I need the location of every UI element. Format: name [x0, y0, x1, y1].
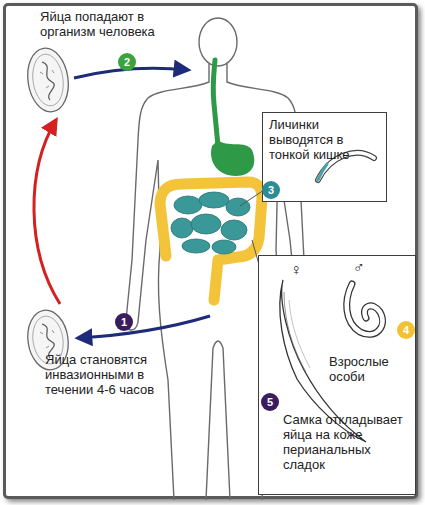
callout-number: 2 — [118, 53, 136, 71]
small-intestine — [171, 192, 250, 254]
sex-symbol: ♀ — [290, 261, 302, 279]
box-fill — [258, 255, 416, 495]
callout-number: 3 — [262, 181, 280, 199]
large-intestine — [160, 182, 262, 300]
callout-number: 1 — [115, 313, 133, 331]
box-heading: Взрослые особи — [329, 354, 413, 384]
stage-caption: Яйца попадают в организм человека — [40, 9, 180, 39]
callout-number: 5 — [261, 393, 279, 411]
box-heading: Личинки выводятся в тонкой кишке — [269, 117, 382, 162]
male-worm — [347, 284, 383, 334]
egg-drawing — [24, 46, 73, 115]
box-fill — [262, 112, 387, 202]
stage-box: Взрослые особиСамка откладывает яйца на … — [258, 255, 416, 495]
box-text: Самка откладывает яйца на коже перианаль… — [283, 412, 413, 472]
callout-number: 4 — [397, 321, 415, 339]
egg-laying-arrow — [78, 316, 210, 338]
stomach — [211, 140, 254, 176]
cycle-arrow — [34, 120, 60, 304]
sex-symbol: ♂ — [353, 259, 365, 277]
stage-box: Личинки выводятся в тонкой кишке — [262, 112, 387, 202]
esophagus — [213, 60, 218, 146]
stage-caption: Яйца становятся инвазионными в течении 4… — [45, 352, 190, 397]
leader-line — [240, 190, 264, 206]
